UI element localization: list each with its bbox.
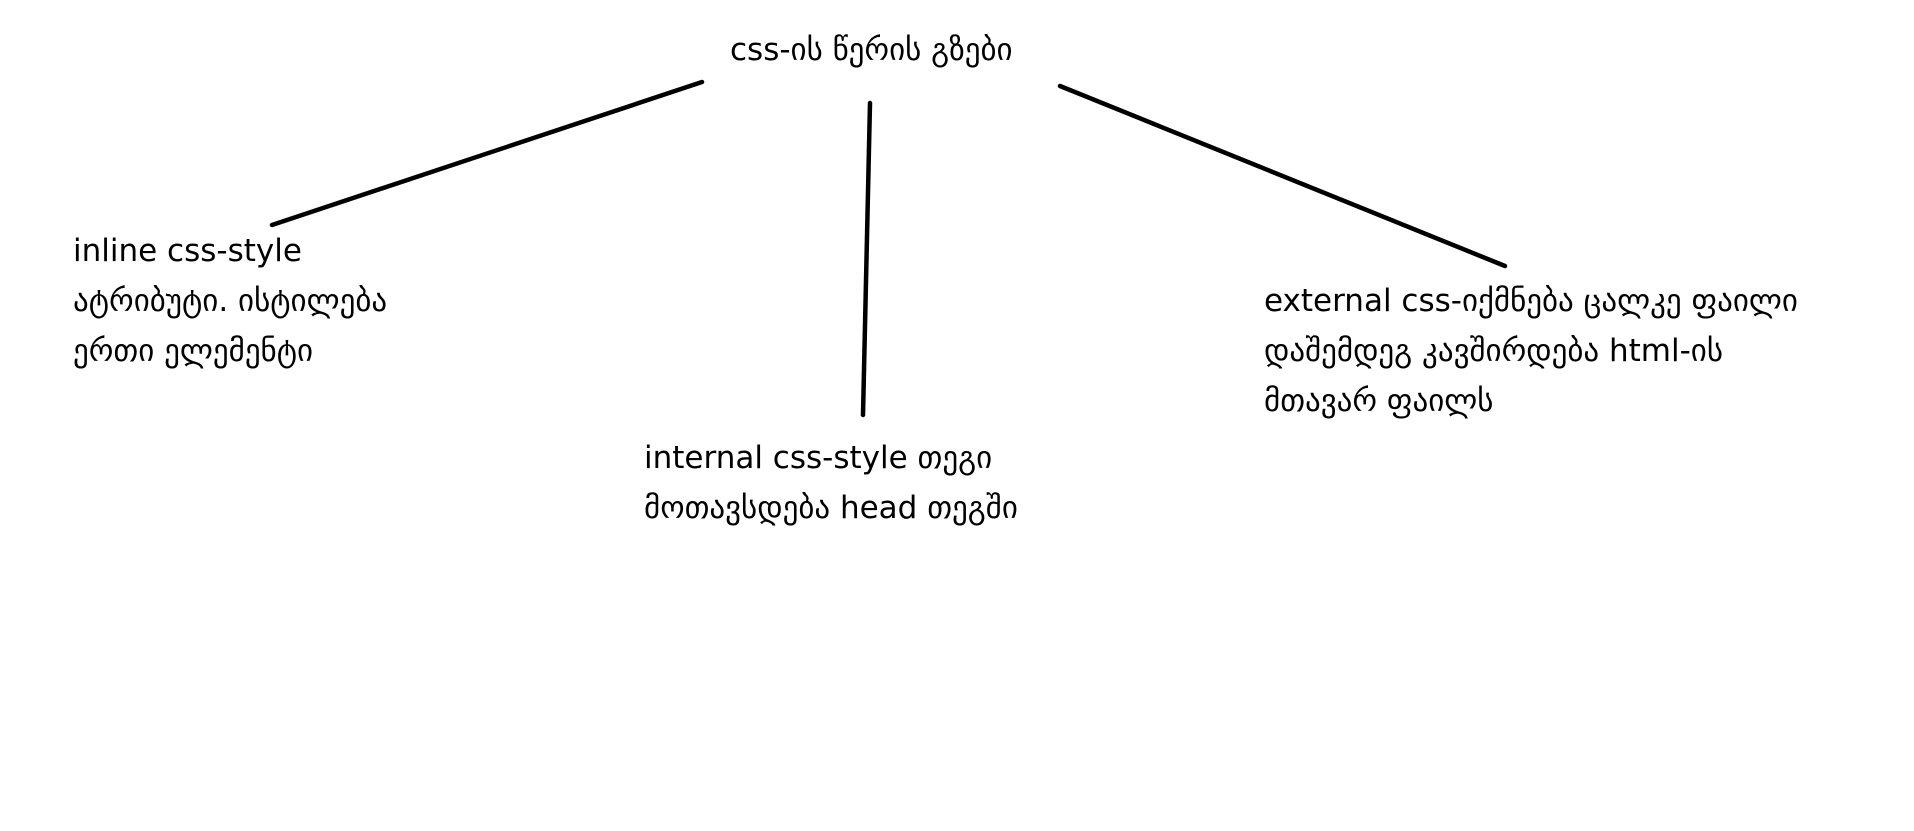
node-internal-css-line-2: მოთავსდება head თეგში (644, 490, 1018, 526)
node-external-css-line-3: მთავარ ფაილს (1264, 383, 1494, 419)
node-internal-css-line-1: internal css-style თეგი (644, 440, 993, 476)
node-inline-css-line-1: inline css-style (73, 233, 302, 269)
node-inline-css: inline css-style ატრიბუტი. ისტილება ერთი… (73, 226, 387, 376)
node-external-css: external css-იქმნება ცალკე ფაილი დაშემდე… (1264, 276, 1798, 426)
connector-root-external (1057, 83, 1508, 269)
root-node-label: css-ის წერის გზები (730, 32, 1013, 68)
node-inline-css-line-2: ატრიბუტი. ისტილება (73, 283, 388, 319)
node-external-css-line-1: external css-იქმნება ცალკე ფაილი (1264, 283, 1798, 319)
node-external-css-line-2: დაშემდეგ კავშირდება html-ის (1264, 333, 1724, 369)
connector-root-inline (269, 79, 705, 228)
connector-root-internal (860, 100, 873, 418)
node-internal-css: internal css-style თეგი მოთავსდება head … (644, 433, 1018, 533)
node-inline-css-line-3: ერთი ელემენტი (73, 333, 314, 369)
